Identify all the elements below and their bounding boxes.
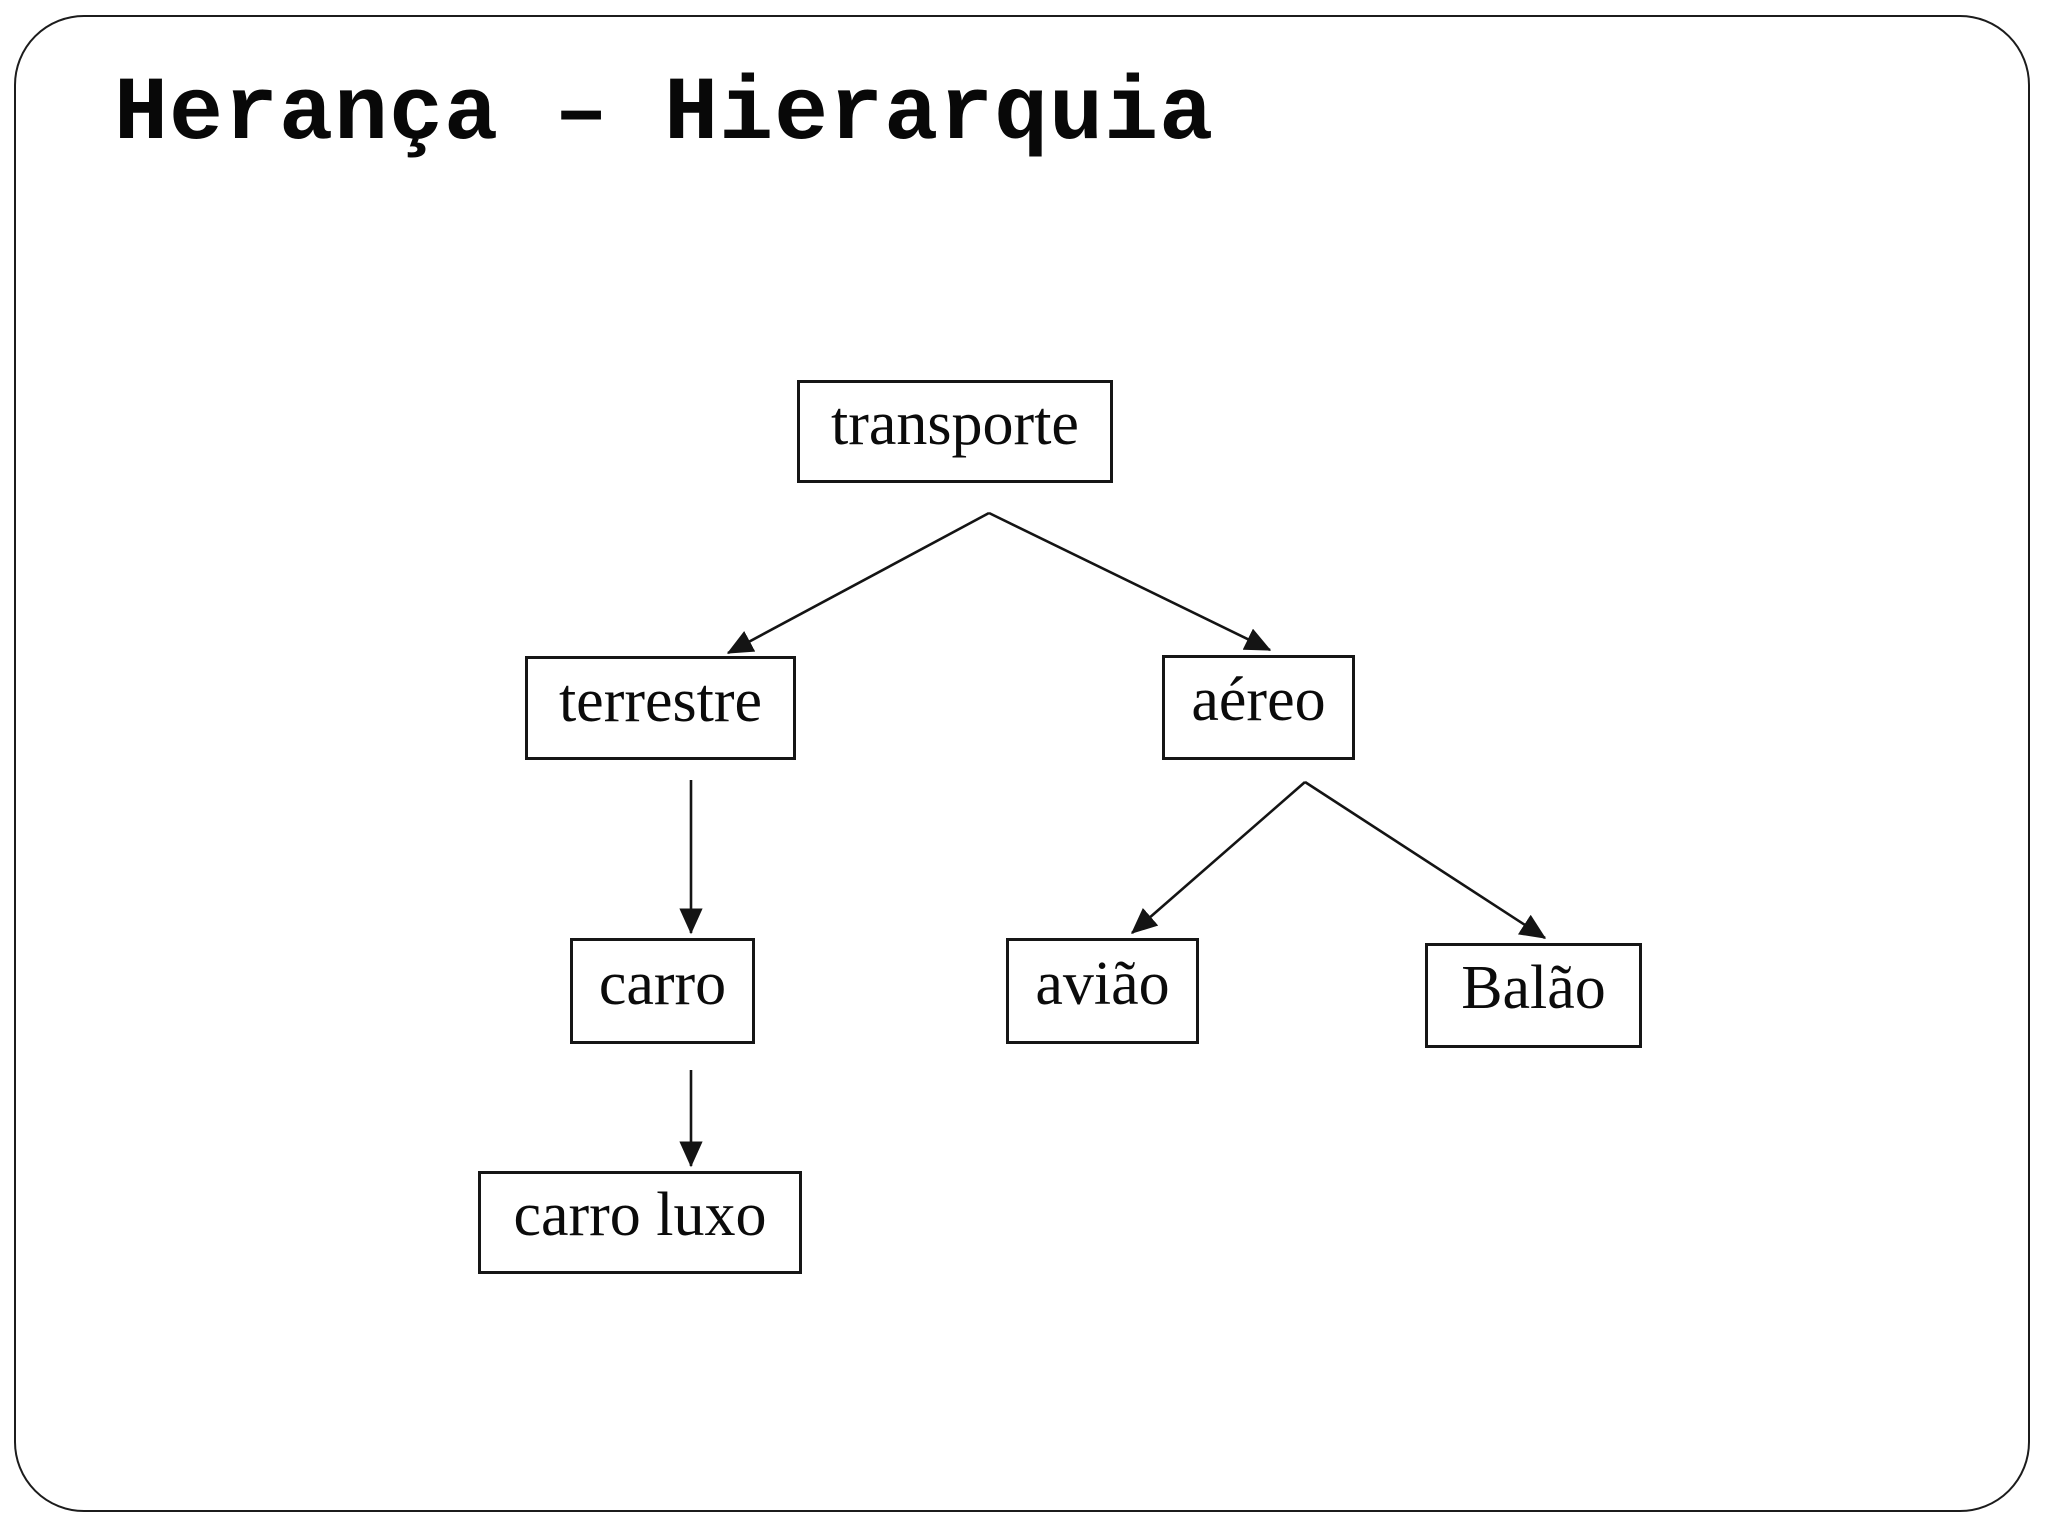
node-terrestre-label: terrestre <box>558 666 763 735</box>
edge-transporte-terrestre <box>726 511 990 655</box>
node-aereo-label: aéreo <box>1191 666 1326 734</box>
edge-aereo-aviao <box>1131 781 1306 934</box>
node-transporte: transporte <box>797 380 1113 483</box>
node-carro-luxo-label: carro luxo <box>513 1181 767 1249</box>
node-balao: Balão <box>1425 943 1642 1048</box>
slide-border <box>14 15 2030 1512</box>
node-carro-luxo: carro luxo <box>478 1171 802 1274</box>
edge-aereo-balao <box>1304 780 1547 940</box>
node-aereo: aéreo <box>1162 655 1355 760</box>
node-carro: carro <box>570 938 755 1044</box>
slide-title: Herança – Hierarquia <box>114 64 1215 166</box>
node-carro-label: carro <box>598 949 727 1018</box>
node-aviao: avião <box>1006 938 1199 1044</box>
edge-transporte-aereo <box>988 511 1272 652</box>
node-transporte-label: transporte <box>831 390 1079 458</box>
node-aviao-label: avião <box>1035 949 1170 1018</box>
node-terrestre: terrestre <box>525 656 796 760</box>
node-balao-label: Balão <box>1461 954 1606 1022</box>
